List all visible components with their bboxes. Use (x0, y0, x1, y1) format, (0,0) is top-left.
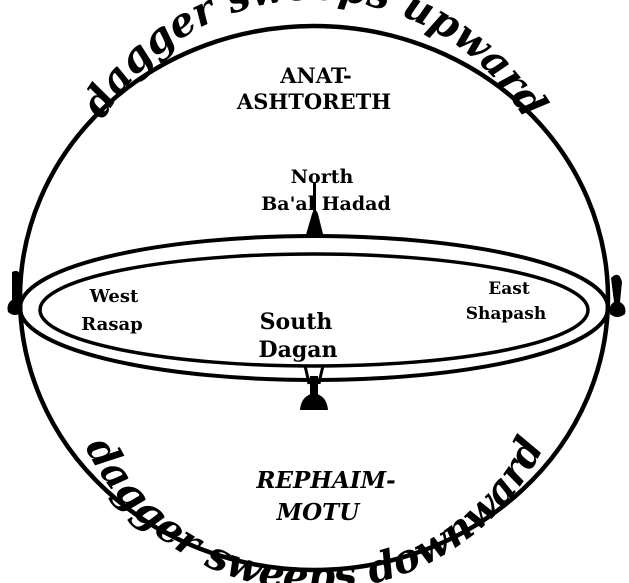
east-label: East (488, 279, 530, 299)
north-label: North (291, 166, 354, 188)
east-deity-label: Shapash (466, 304, 546, 324)
lower-deity-line-1: REPHAIM- (255, 467, 395, 494)
south-dagger-pommel (300, 393, 328, 410)
west-deity-label: Rasap (81, 314, 142, 335)
lower-deity-line-2: MOTU (276, 499, 362, 526)
upper-deity-line-1: ANAT- (279, 63, 352, 88)
west-label: West (89, 286, 139, 307)
upper-deity-line-2: ASHTORETH (236, 89, 391, 114)
south-label: South (260, 309, 333, 335)
east-dagger-hilt (610, 275, 626, 317)
north-deity-label: Ba'al Hadad (261, 193, 390, 215)
south-deity-label: Dagan (259, 337, 338, 363)
